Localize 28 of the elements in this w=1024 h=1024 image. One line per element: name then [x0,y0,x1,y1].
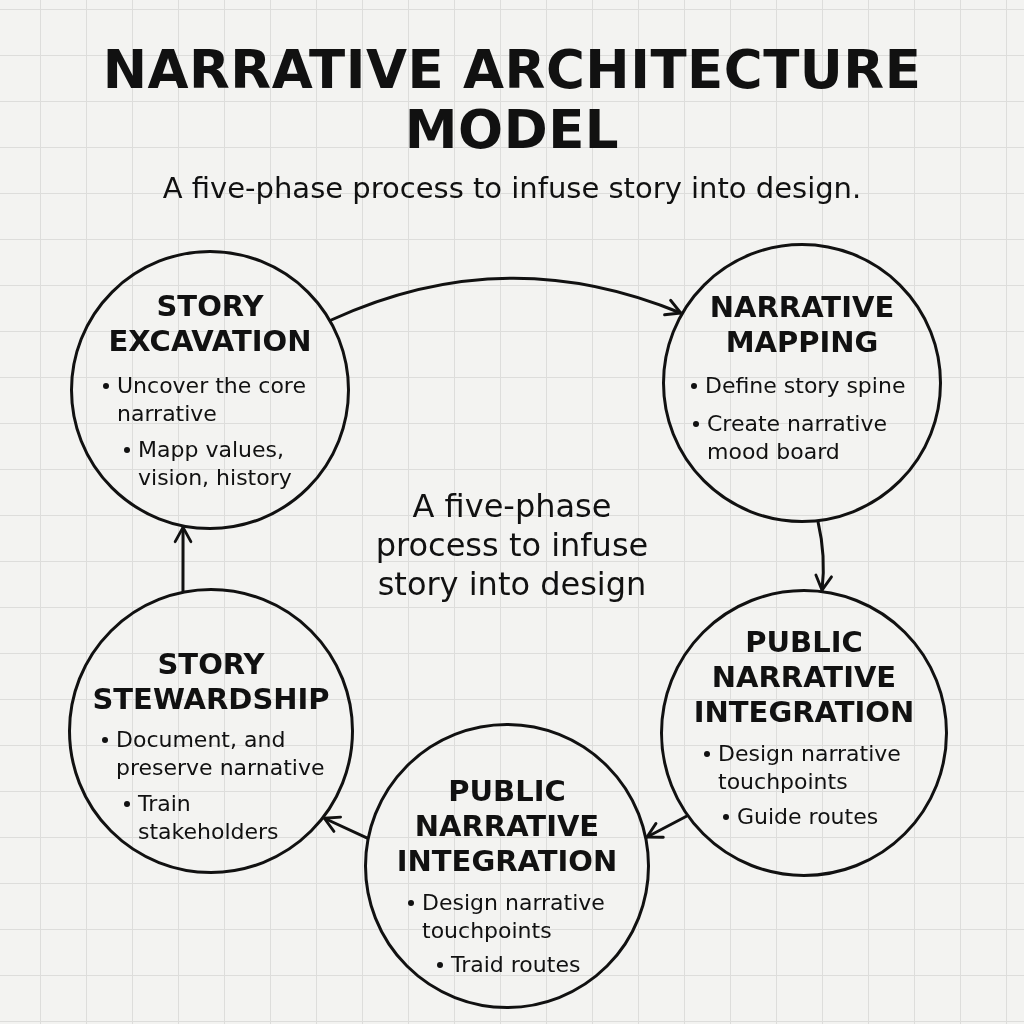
bullet-text: Traid routes [451,951,581,979]
phase-title: STORY STEWARDSHIP [92,647,330,717]
bullet-text: Mapp values, vision, history [138,436,293,492]
bullet-text: Create narrative mood board [707,410,888,466]
phase-circle [662,243,942,523]
bullet-text: Design narrative touchpoints [718,740,902,796]
bullet-text: Guide routes [737,803,879,831]
bullet-text: Document, and preserve narnative [116,726,326,782]
arrow [322,815,369,840]
title: NARRATIVE ARCHITECTURE MODEL [101,40,923,160]
bullet-text: Define story spine [705,372,906,400]
phase-circle [70,250,350,530]
arrow [645,814,688,839]
bullet-text: Uncover the core narrative [117,372,307,428]
phase-title: STORY EXCAVATION [108,289,312,359]
center-note: A five-phase process to infuse story into design [374,487,650,604]
phase-circle [364,723,650,1009]
bullet-text: Design narrative touchpoints [422,889,606,945]
phase-title: PUBLIC NARRATIVE INTEGRATION [693,625,915,730]
subtitle: A five-phase process to infuse story into design. [162,170,862,206]
arrow [814,520,833,592]
phase-circle [660,589,948,877]
phase-circle [68,588,354,874]
bullet-text: Train stakeholders [138,790,280,846]
arrow [173,525,193,593]
phase-title: NARRATIVE MAPPING [709,290,895,360]
arrow [329,276,683,322]
phase-title: PUBLIC NARRATIVE INTEGRATION [396,774,618,879]
